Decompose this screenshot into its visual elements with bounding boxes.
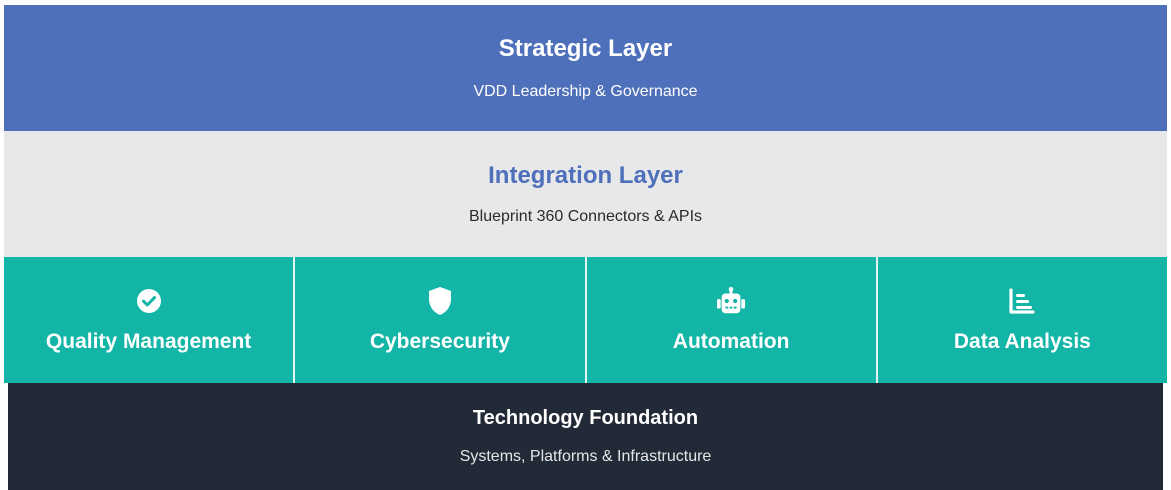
capability-pillars: Quality Management Cybersecurity — [4, 257, 1167, 383]
foundation-title: Technology Foundation — [472, 407, 699, 429]
chart-icon — [1007, 286, 1037, 316]
strategic-layer-subtitle: VDD Leadership & Governance — [473, 83, 698, 100]
integration-layer-subtitle: Blueprint 360 Connectors & APIs — [468, 208, 703, 225]
robot-icon — [716, 286, 746, 316]
pillar-label: Automation — [672, 330, 790, 353]
pillar-data-analysis: Data Analysis — [877, 257, 1167, 383]
pillar-automation: Automation — [586, 257, 876, 383]
pillar-label: Quality Management — [45, 330, 252, 353]
technology-foundation-layer: Technology Foundation Systems, Platforms… — [8, 383, 1163, 490]
strategic-layer: Strategic Layer VDD Leadership & Governa… — [4, 5, 1167, 131]
integration-layer: Integration Layer Blueprint 360 Connecto… — [4, 131, 1167, 257]
check-circle-icon — [134, 286, 164, 316]
shield-icon — [425, 286, 455, 316]
strategic-layer-title: Strategic Layer — [498, 35, 673, 62]
pillar-quality-management: Quality Management — [4, 257, 294, 383]
pillar-cybersecurity: Cybersecurity — [295, 257, 585, 383]
foundation-subtitle: Systems, Platforms & Infrastructure — [459, 448, 712, 465]
integration-layer-title: Integration Layer — [488, 162, 683, 189]
pillar-label: Data Analysis — [953, 330, 1091, 353]
pillar-label: Cybersecurity — [369, 330, 510, 353]
